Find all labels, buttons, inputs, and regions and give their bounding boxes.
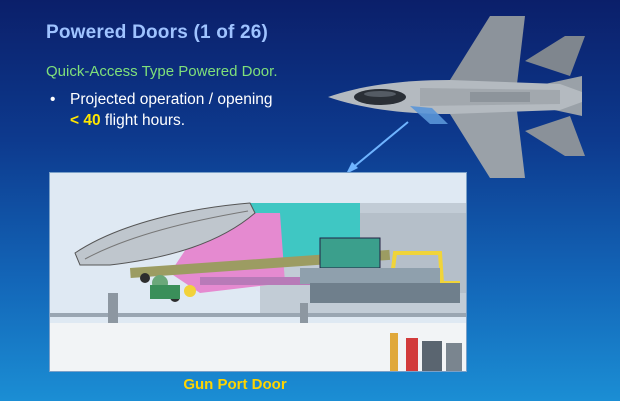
callout-arrow-icon — [346, 121, 409, 174]
bullet-line-1: Projected operation / opening — [70, 91, 273, 108]
bullet-highlight: < 40 — [70, 112, 101, 129]
gun-port-door-diagram — [49, 172, 467, 372]
slide-subtitle: Quick-Access Type Powered Door. — [46, 63, 278, 80]
diagram-caption: Gun Port Door — [183, 376, 287, 393]
slide-title: Powered Doors (1 of 26) — [46, 22, 269, 43]
bullet-symbol: • — [50, 91, 56, 108]
diagram-drawing — [50, 173, 466, 371]
fighter-jet-icon — [328, 16, 585, 178]
bullet-line-2: flight hours. — [100, 112, 186, 129]
